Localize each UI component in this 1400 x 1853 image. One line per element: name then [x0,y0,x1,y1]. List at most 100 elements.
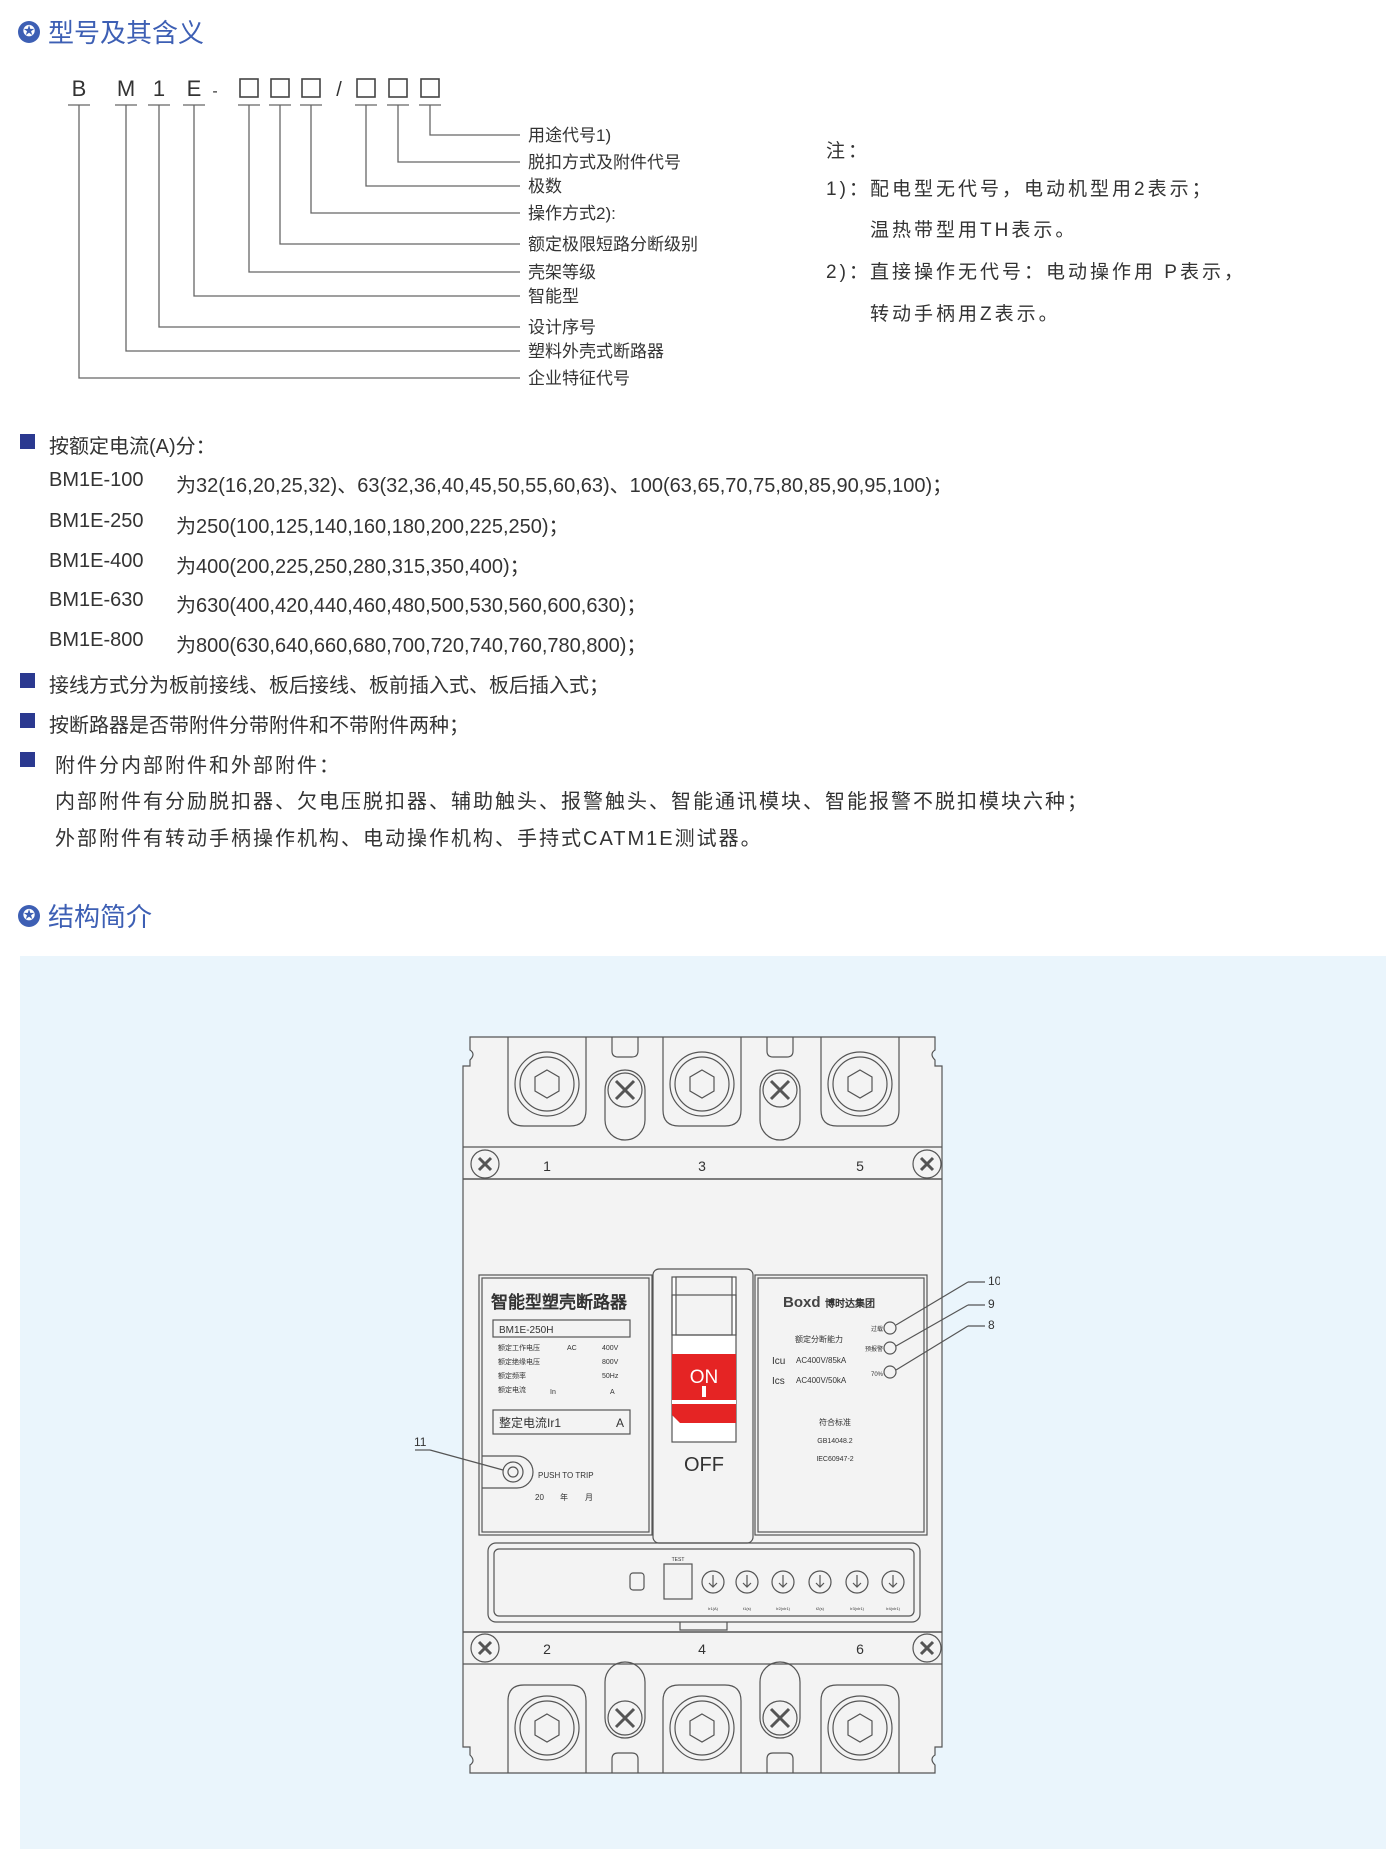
wiring-methods: 接线方式分为板前接线、板后接线、板前插入式、板后插入式； [49,675,609,697]
code-dash: - [212,83,217,100]
model-name: BM1E-800 [49,629,144,651]
code-label: 设计序号 [528,318,596,337]
terminal-top-3 [662,1037,742,1127]
indicator-label: 预报警 [865,1345,883,1353]
dial-label: t2(s) [816,1606,825,1611]
screw-bottom-b [759,1661,801,1773]
star-circle-icon: ✪ [18,20,40,43]
section-title: 型号及其含义 [48,18,205,48]
model-ratings: 为630(400,420,440,460,480,500,530,560,600… [176,595,647,617]
leader-lines [68,104,520,379]
status-led [629,1572,645,1591]
rating-label: 额定频率 [498,1371,526,1380]
rating-label: 额定绝缘电压 [498,1357,540,1366]
model-code-diagram: B M 1 E - / 用途代号1) 脱扣方式及附件代号 极数 操作方式2): … [68,76,698,388]
code-label: 用途代号1) [528,126,611,145]
date-label: 20 [535,1493,544,1502]
screw-bottom-a [604,1661,646,1773]
terminal-label: 5 [856,1158,864,1174]
code-char: B [72,76,87,101]
nameplate-panel [478,1274,653,1536]
terminal-label: 3 [698,1158,706,1174]
model-name: BM1E-100 [49,469,144,491]
brand-logo: Boxd [783,1294,821,1311]
notes-title: 注： [826,141,871,162]
prealarm-indicator [883,1341,897,1355]
code-label: 操作方式2): [528,204,616,223]
icu-value: AC400V/85kA [796,1356,847,1365]
terminal-label: 6 [856,1641,864,1657]
overload-indicator [883,1321,897,1335]
nameplate-title: 智能型塑壳断路器 [491,1292,628,1312]
model-name: BM1E-400 [49,550,144,572]
bullet-square [20,434,35,449]
rating-value: 50Hz [602,1373,619,1380]
star-circle-icon: ✪ [18,904,40,927]
setting-current-label: 整定电流Ir1 [499,1415,561,1430]
callout-label: 11 [414,1435,427,1449]
code-label: 企业特征代号 [528,369,630,388]
dial-label: Ir3(xIr1) [850,1606,865,1611]
note-line: 配电型无代号，电动机型用2表示； [870,179,1214,200]
rating-mid: In [550,1389,556,1396]
code-char: M [117,76,135,101]
dial-label: Ir1(A) [708,1606,719,1611]
external-accessories: 外部附件有转动手柄操作机构、电动操作机构、手持式CATM1E测试器。 [55,828,763,850]
callout-label: 9 [988,1297,995,1311]
model-ratings: 为32(16,20,25,32)、63(32,36,40,45,50,55,60… [176,475,953,497]
date-label: 月 [585,1493,593,1502]
code-label: 额定极限短路分断级别 [528,235,698,254]
push-to-trip-label: PUSH TO TRIP [538,1471,594,1480]
model-ratings: 为400(200,225,250,280,315,350,400)； [176,556,530,578]
internal-accessories: 内部附件有分励脱扣器、欠电压脱扣器、辅助触头、报警触头、智能通讯模块、智能报警不… [55,791,1089,813]
code-char: E [187,76,202,101]
bullet-square [20,673,35,688]
note-line: 直接操作无代号：电动操作用 P表示， [870,262,1246,283]
test-button [663,1563,693,1600]
mount-screw [912,1633,942,1663]
rating-label: 额定工作电压 [498,1343,540,1352]
standard-item: GB14048.2 [817,1438,853,1445]
code-label: 塑料外壳式断路器 [528,342,664,361]
section-title: 结构简介 [48,902,153,932]
screw-top-a [604,1037,646,1141]
code-slash: / [336,79,342,101]
rating-label: 额定电流 [498,1385,526,1394]
breaker-drawing: 1 3 5 2 4 6 智能型塑壳断路器 BM1E-250H 额定工作电压 AC… [414,1036,1000,1774]
code-label: 智能型 [528,287,579,306]
indicator-label: 70% [871,1372,884,1378]
rating-value: 800V [602,1359,619,1366]
rating-value: A [610,1389,615,1396]
bullet-square [20,713,35,728]
indicator-label: 过载 [871,1325,883,1333]
on-label: ON [690,1367,719,1388]
code-label: 脱扣方式及附件代号 [528,153,681,172]
nameplate-model: BM1E-250H [499,1325,553,1336]
off-label: OFF [684,1454,724,1476]
terminal-top-5 [820,1037,900,1127]
date-label: 年 [560,1492,568,1502]
standard-title: 符合标准 [819,1417,851,1427]
section-heading-model: ✪ 型号及其含义 [18,13,204,50]
current-title: 按额定电流(A)分： [49,436,216,458]
terminal-label: 2 [543,1641,551,1657]
terminal-label: 1 [543,1158,551,1174]
icu-label: Icu [772,1356,785,1367]
code-char: 1 [153,76,165,101]
setting-current-unit: A [616,1416,624,1430]
terminal-bottom-6 [820,1684,900,1773]
terminal-bottom-2 [507,1684,587,1773]
70-percent-indicator [883,1365,897,1379]
mount-screw [912,1149,942,1179]
rating-value: 400V [602,1345,619,1352]
ics-value: AC400V/50kA [796,1376,847,1385]
accessories-title: 附件分内部附件和外部附件： [55,755,341,777]
note-line: 温热带型用TH表示。 [870,220,1078,241]
accessory-types: 按断路器是否带附件分带附件和不带附件两种； [49,715,469,737]
model-ratings: 为250(100,125,140,160,180,200,225,250)； [176,516,569,538]
callout-label: 8 [988,1318,995,1332]
model-name: BM1E-250 [49,510,144,532]
note-line: 转动手柄用Z表示。 [870,304,1061,325]
code-label: 极数 [528,177,562,196]
code-placeholder-boxes [239,78,440,98]
